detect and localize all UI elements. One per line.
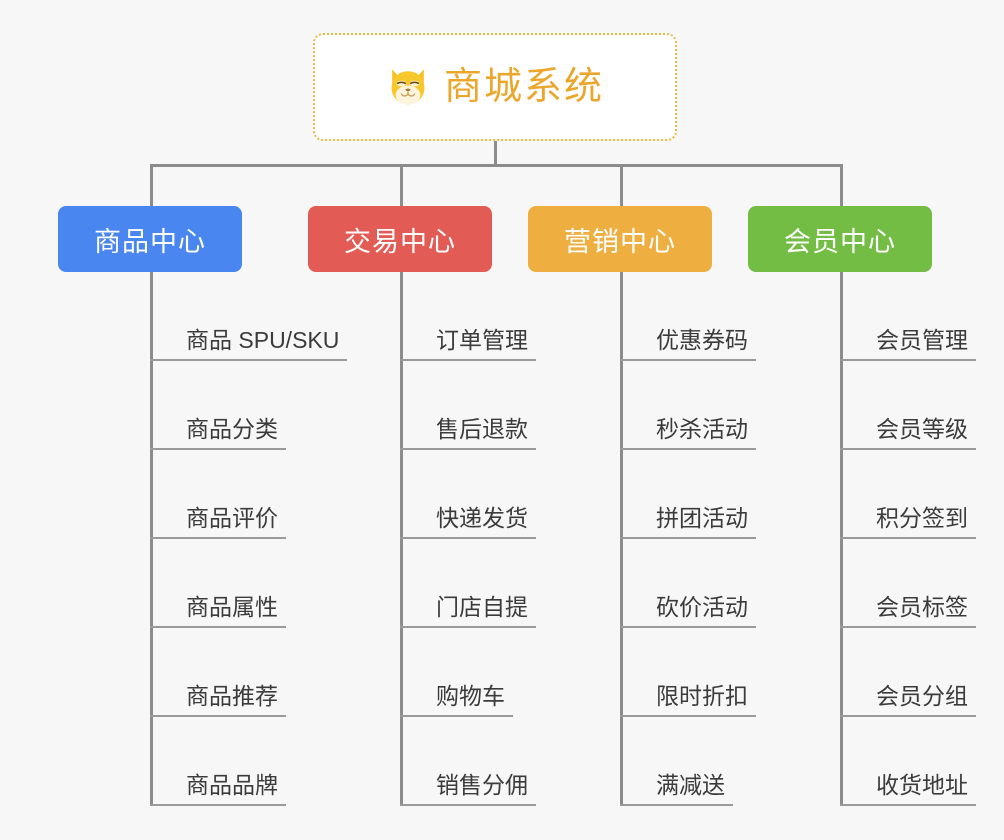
leaf-item[interactable]: 商品推荐 (150, 628, 286, 717)
shiba-dog-face-icon (391, 69, 425, 105)
leaf-item[interactable]: 订单管理 (400, 272, 536, 361)
leaf-item-label: 积分签到 (840, 505, 976, 539)
branch-node-label: 会员中心 (784, 226, 896, 257)
leaf-item[interactable]: 商品属性 (150, 539, 286, 628)
connector-branch-drop-4 (840, 164, 843, 206)
connector-branch-drop-2 (400, 164, 403, 206)
leaf-item[interactable]: 商品 SPU/SKU (150, 272, 348, 361)
leaf-item-label: 商品 SPU/SKU (150, 327, 348, 361)
branch-node-label: 交易中心 (344, 226, 456, 257)
leaf-item[interactable]: 购物车 (400, 628, 513, 717)
leaf-item[interactable]: 砍价活动 (620, 539, 756, 628)
leaf-item[interactable]: 门店自提 (400, 539, 536, 628)
branch-node-4[interactable]: 会员中心 (748, 206, 932, 272)
leaf-item[interactable]: 限时折扣 (620, 628, 756, 717)
leaf-item-label: 会员等级 (840, 416, 976, 450)
leaf-item-label: 购物车 (400, 683, 513, 717)
leaf-item-label: 快递发货 (400, 505, 536, 539)
leaf-item-label: 商品评价 (150, 505, 286, 539)
connector-leaf-spine-4 (840, 272, 843, 806)
leaf-item-label: 秒杀活动 (620, 416, 756, 450)
leaf-item-label: 收货地址 (840, 772, 976, 806)
leaf-item-label: 拼团活动 (620, 505, 756, 539)
leaf-item-label: 销售分佣 (400, 772, 536, 806)
leaf-item[interactable]: 秒杀活动 (620, 361, 756, 450)
leaf-item[interactable]: 收货地址 (840, 717, 976, 806)
connector-leaf-spine-3 (620, 272, 623, 806)
connector-branch-drop-3 (620, 164, 623, 206)
leaf-item[interactable]: 会员等级 (840, 361, 976, 450)
leaf-item-label: 商品分类 (150, 416, 286, 450)
leaf-item[interactable]: 积分签到 (840, 450, 976, 539)
leaf-item-label: 限时折扣 (620, 683, 756, 717)
branch-node-3[interactable]: 营销中心 (528, 206, 712, 272)
branch-node-2[interactable]: 交易中心 (308, 206, 492, 272)
leaf-item[interactable]: 优惠券码 (620, 272, 756, 361)
leaf-item-label: 优惠券码 (620, 327, 756, 361)
leaf-item[interactable]: 商品品牌 (150, 717, 286, 806)
root-node-mall-system[interactable]: 商城系统 (313, 33, 677, 141)
connector-branch-drop-1 (150, 164, 153, 206)
leaf-item-label: 砍价活动 (620, 594, 756, 628)
branch-node-1[interactable]: 商品中心 (58, 206, 242, 272)
leaf-item[interactable]: 满减送 (620, 717, 733, 806)
leaf-item[interactable]: 会员管理 (840, 272, 976, 361)
leaf-item-label: 订单管理 (400, 327, 536, 361)
branch-node-label: 商品中心 (94, 226, 206, 257)
leaf-item[interactable]: 会员标签 (840, 539, 976, 628)
leaf-item-label: 售后退款 (400, 416, 536, 450)
leaf-item-label: 会员分组 (840, 683, 976, 717)
leaf-item[interactable]: 商品评价 (150, 450, 286, 539)
leaf-item-label: 商品属性 (150, 594, 286, 628)
leaf-item-label: 会员标签 (840, 594, 976, 628)
leaf-item[interactable]: 售后退款 (400, 361, 536, 450)
leaf-item[interactable]: 商品分类 (150, 361, 286, 450)
connector-leaf-spine-2 (400, 272, 403, 806)
connector-leaf-spine-1 (150, 272, 153, 806)
leaf-item-label: 商品品牌 (150, 772, 286, 806)
leaf-item-label: 门店自提 (400, 594, 536, 628)
root-node-title: 商城系统 (443, 66, 604, 108)
leaf-item[interactable]: 销售分佣 (400, 717, 536, 806)
leaf-item-label: 商品推荐 (150, 683, 286, 717)
connector-root-stem (494, 141, 497, 166)
leaf-item[interactable]: 快递发货 (400, 450, 536, 539)
leaf-item-label: 会员管理 (840, 327, 976, 361)
connector-horizontal-bus (150, 164, 840, 167)
leaf-item[interactable]: 会员分组 (840, 628, 976, 717)
leaf-item-label: 满减送 (620, 772, 733, 806)
branch-node-label: 营销中心 (564, 226, 676, 257)
leaf-item[interactable]: 拼团活动 (620, 450, 756, 539)
